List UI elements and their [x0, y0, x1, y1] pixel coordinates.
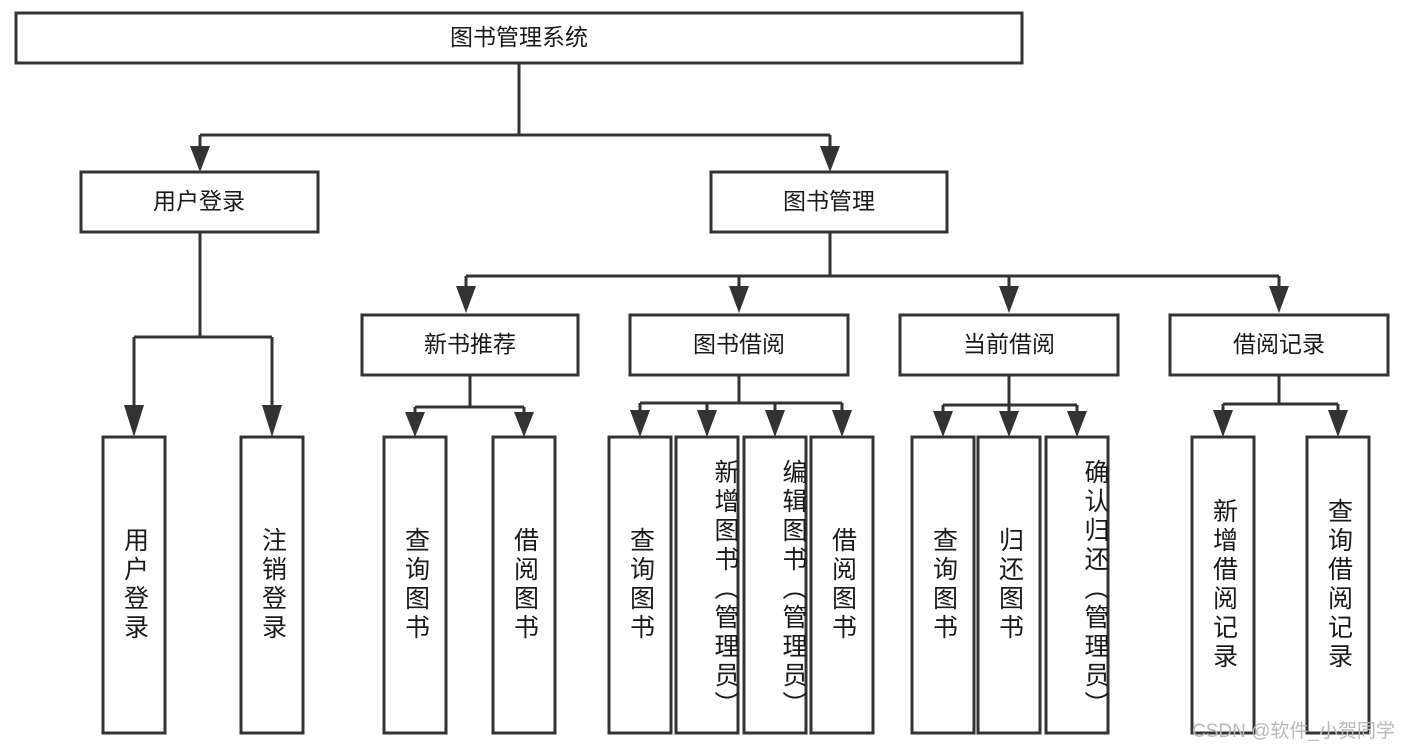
connector-group-book-borrow: [630, 375, 852, 437]
arrow-user-login-leaf2: [262, 405, 282, 437]
connector-group-book-mgmt: [456, 232, 1289, 313]
arrow-current-borrow-leaf3: [1067, 411, 1087, 437]
leaf-box-book-borrow-4[interactable]: [809, 435, 875, 735]
arrow-book-borrow-leaf4: [832, 410, 852, 437]
node-book-mgmt-label: 图书管理: [783, 188, 875, 214]
leaf-box-book-borrow-3[interactable]: [742, 435, 808, 735]
node-user-login-label: 用户登录: [153, 188, 245, 214]
node-borrow-record-box[interactable]: [1168, 313, 1390, 377]
connector-group-root: [190, 63, 840, 172]
leaf-box-user-login-1[interactable]: [101, 435, 167, 735]
arrow-book-mgmt-current: [999, 286, 1019, 313]
leaf-box-borrow-record-2[interactable]: [1305, 435, 1371, 735]
node-user-login-box[interactable]: [79, 170, 320, 234]
leaf-box-new-book-1[interactable]: [382, 435, 448, 735]
node-new-book-box[interactable]: [360, 313, 580, 377]
arrow-root-to-user-login: [190, 146, 210, 172]
arrow-book-borrow-leaf3: [765, 410, 785, 437]
arrow-book-mgmt-new-book: [456, 286, 476, 313]
arrow-book-borrow-leaf1: [630, 410, 650, 437]
leaf-box-current-borrow-3[interactable]: [1044, 435, 1110, 735]
arrow-book-mgmt-record: [1269, 286, 1289, 313]
arrow-book-mgmt-borrow: [729, 286, 749, 313]
leaf-box-book-borrow-2[interactable]: [674, 435, 740, 735]
arrow-root-to-book-mgmt: [820, 146, 840, 172]
connector-group-borrow-record: [1213, 375, 1348, 437]
arrow-new-book-leaf2: [514, 412, 534, 437]
leaf-box-new-book-2[interactable]: [491, 435, 557, 735]
leaf-box-current-borrow-1[interactable]: [910, 435, 976, 735]
arrow-user-login-leaf1: [124, 405, 144, 437]
node-borrow-record-label: 借阅记录: [1233, 331, 1325, 357]
node-book-mgmt-box[interactable]: [709, 170, 949, 234]
arrow-new-book-leaf1: [405, 412, 425, 437]
node-book-borrow-box[interactable]: [628, 313, 850, 377]
arrow-borrow-record-leaf2: [1328, 410, 1348, 437]
arrow-book-borrow-leaf2: [697, 410, 717, 437]
connector-group-current-borrow: [933, 375, 1087, 437]
node-book-borrow-label: 图书借阅: [693, 331, 785, 357]
leaf-box-current-borrow-2[interactable]: [976, 435, 1042, 735]
arrow-current-borrow-leaf1: [933, 411, 953, 437]
leaf-box-borrow-record-1[interactable]: [1190, 435, 1256, 735]
arrow-borrow-record-leaf1: [1213, 410, 1233, 437]
arrow-current-borrow-leaf2: [999, 411, 1019, 437]
connector-group-user-login: [124, 232, 282, 437]
node-current-borrow-label: 当前借阅: [963, 331, 1055, 357]
node-root-label: 图书管理系统: [450, 24, 588, 50]
node-current-borrow-box[interactable]: [898, 313, 1120, 377]
leaf-box-user-login-2[interactable]: [239, 435, 305, 735]
connector-group-new-book: [405, 375, 534, 437]
node-new-book-label: 新书推荐: [424, 331, 516, 357]
node-root-box[interactable]: [14, 11, 1024, 65]
leaf-box-book-borrow-1[interactable]: [607, 435, 673, 735]
csdn-watermark: CSDN @软件_小贺同学: [1192, 721, 1395, 742]
